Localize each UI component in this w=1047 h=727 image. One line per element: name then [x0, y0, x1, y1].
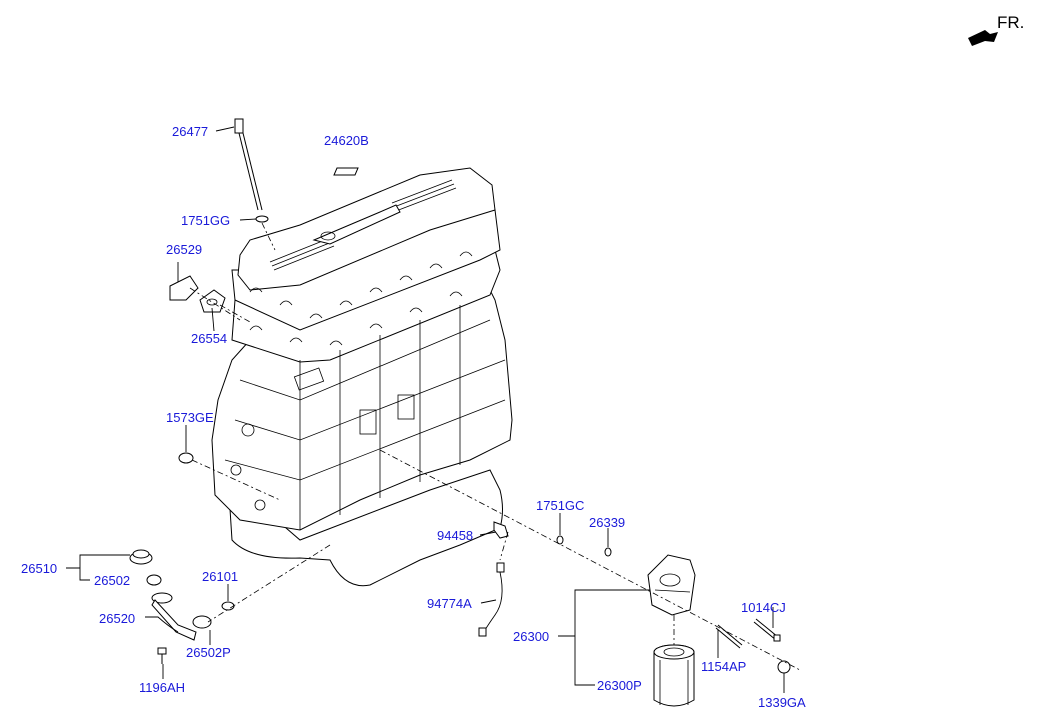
sensor-harness [478, 562, 505, 637]
bolt-1196ah [157, 647, 167, 664]
part-label-1339ga[interactable]: 1339GA [758, 695, 806, 710]
cover-26554 [199, 289, 226, 313]
o-ring-26502 [146, 574, 162, 586]
part-label-1196ah[interactable]: 1196AH [139, 680, 186, 695]
label-plate [333, 167, 359, 176]
engine-block [211, 167, 513, 587]
part-label-94774a[interactable]: 94774A [427, 596, 472, 611]
assembly-lines [189, 222, 801, 671]
oil-filler-pipe [151, 592, 197, 641]
part-label-24620b[interactable]: 24620B [324, 133, 369, 148]
front-direction-arrow-icon [968, 30, 998, 46]
part-label-1751gg[interactable]: 1751GG [181, 213, 231, 228]
plug-1339ga [777, 660, 791, 674]
oil-pressure-sensor [493, 521, 509, 539]
o-ring-26101 [221, 601, 235, 611]
part-label-1573ge[interactable]: 1573GE [166, 410, 214, 425]
oil-filter-housing [647, 554, 696, 616]
part-label-26502[interactable]: 26502 [94, 573, 131, 588]
oil-filter-element [653, 644, 695, 707]
o-ring-26339 [604, 547, 612, 557]
front-direction-label: FR. [997, 13, 1025, 32]
gasket-26502p [192, 615, 212, 629]
gasket-26529 [169, 275, 199, 301]
pin-1154ap [715, 624, 743, 649]
o-ring-1751gg [255, 215, 269, 223]
part-label-1751gc[interactable]: 1751GC [536, 498, 585, 513]
bolt-1014cj [753, 618, 781, 642]
leader-lines [66, 126, 785, 693]
part-label-26300p[interactable]: 26300P [597, 678, 642, 693]
plug-1573ge [178, 452, 194, 464]
part-label-1154ap[interactable]: 1154AP [701, 659, 747, 674]
part-label-26339[interactable]: 26339 [589, 515, 626, 530]
part-label-26510[interactable]: 26510 [21, 561, 58, 576]
oil-filler-cap [129, 549, 153, 565]
part-label-26101[interactable]: 26101 [202, 569, 239, 584]
part-label-94458[interactable]: 94458 [437, 528, 474, 543]
o-ring-1751gc [556, 535, 564, 545]
part-label-26300[interactable]: 26300 [513, 629, 550, 644]
part-label-26554[interactable]: 26554 [191, 331, 228, 346]
part-label-26520[interactable]: 26520 [99, 611, 136, 626]
part-label-1014cj[interactable]: 1014CJ [741, 600, 786, 615]
part-label-26477[interactable]: 26477 [172, 124, 209, 139]
dipstick [234, 118, 263, 211]
part-label-26529[interactable]: 26529 [166, 242, 203, 257]
part-label-26502p[interactable]: 26502P [186, 645, 231, 660]
